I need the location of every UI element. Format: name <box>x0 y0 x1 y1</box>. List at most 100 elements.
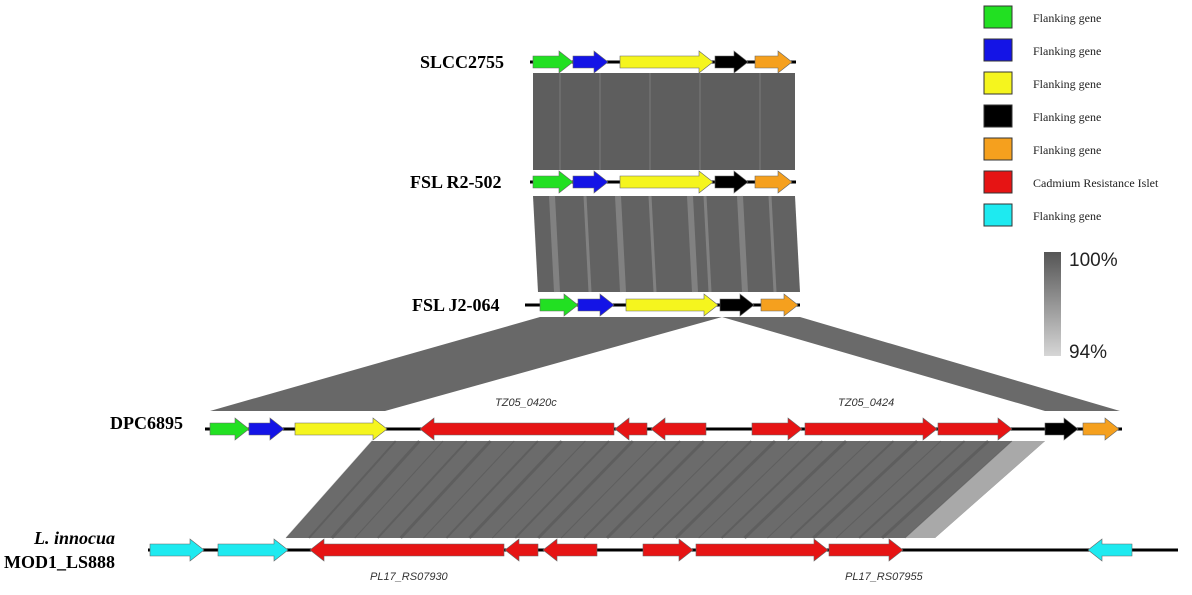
homology-band-dpc-innocua-light <box>905 441 1045 538</box>
track-label-fslr2502: FSL R2-502 <box>410 172 502 192</box>
gene-arrows <box>149 50 1133 562</box>
gene-arrow-fslj2064-gene-3 <box>625 293 719 317</box>
band-stripe-c7 <box>445 440 539 539</box>
gene-arrow-slcc2755-gene-1 <box>532 50 574 74</box>
gene-arrow-slcc2755-gene-5 <box>754 50 793 74</box>
legend-label-2: Flanking gene <box>1033 77 1101 91</box>
gene-arrow-innocua-gene-7 <box>695 538 829 562</box>
track-label-fslj2064: FSL J2-064 <box>412 295 500 315</box>
legend-swatch-6 <box>983 203 1013 227</box>
band-stripe-c20 <box>743 439 848 540</box>
gene-arrow-fslr2502-gene-4 <box>714 170 749 194</box>
gene-arrow-dpc6895-gene-7 <box>751 417 803 441</box>
identity-scale-min-label: 94% <box>1069 342 1107 363</box>
band-stripe-c6 <box>423 440 515 539</box>
band-stripe-c14 <box>605 439 705 540</box>
gene-arrow-innocua-gene-3 <box>309 538 505 562</box>
gene-arrow-innocua-gene-4 <box>504 538 539 562</box>
track-label-innocua-strain: MOD1_LS888 <box>4 552 115 572</box>
legend-label-6: Flanking gene <box>1033 209 1101 223</box>
track-label-dpc6895: DPC6895 <box>110 413 183 433</box>
band-stripe-c1 <box>308 440 397 539</box>
band-stripe-c13 <box>583 440 681 539</box>
legend: Flanking gene Flanking gene Flanking gen… <box>983 5 1159 227</box>
legend-label-3: Flanking gene <box>1033 110 1101 124</box>
band-stripe-c23 <box>812 439 919 540</box>
homology-band-texture <box>285 73 1013 540</box>
gene-arrow-dpc6895-gene-10 <box>1044 417 1079 441</box>
gene-note-innocua-right: PL17_RS07955 <box>845 571 924 583</box>
band-stripe-a3 <box>648 195 657 293</box>
gene-note-innocua-left: PL17_RS07930 <box>370 571 449 583</box>
band-stripe-c27 <box>904 440 1013 539</box>
track-label-innocua-species: L. innocua <box>33 528 115 548</box>
homology-band-j2-dpc-left <box>210 317 722 411</box>
legend-swatch-0 <box>983 5 1013 29</box>
gene-arrow-dpc6895-gene-11 <box>1082 417 1120 441</box>
band-stripe-c2 <box>330 439 421 540</box>
gene-arrow-dpc6895-gene-2 <box>248 417 285 441</box>
band-stripe-a2 <box>615 195 626 293</box>
legend-label-0: Flanking gene <box>1033 11 1101 25</box>
gene-arrow-innocua-gene-1 <box>149 538 205 562</box>
gene-arrow-dpc6895-gene-6 <box>650 417 707 441</box>
gene-arrow-innocua-gene-5 <box>542 538 598 562</box>
gene-arrow-fslr2502-gene-3 <box>619 170 714 194</box>
gene-arrow-fslj2064-gene-2 <box>577 293 615 317</box>
band-stripe-c8 <box>468 439 563 540</box>
legend-label-1: Flanking gene <box>1033 44 1101 58</box>
gene-arrow-fslr2502-gene-1 <box>532 170 574 194</box>
gene-arrow-dpc6895-gene-1 <box>209 417 250 441</box>
gene-arrow-dpc6895-gene-3 <box>294 417 388 441</box>
band-stripe-c4 <box>376 440 468 539</box>
band-stripe-c26 <box>881 439 990 540</box>
gene-arrow-fslj2064-gene-4 <box>719 293 755 317</box>
identity-scale-bar <box>1044 252 1061 356</box>
band-stripe-c12 <box>560 440 657 539</box>
band-stripe-c19 <box>720 440 824 539</box>
gene-arrow-dpc6895-gene-5 <box>614 417 648 441</box>
band-stripe-c21 <box>767 440 871 539</box>
gene-arrow-slcc2755-gene-4 <box>714 50 749 74</box>
band-stripe-c11 <box>537 439 634 540</box>
gene-arrow-innocua-gene-2 <box>217 538 289 562</box>
homology-band-j2-dpc-right <box>722 317 1120 411</box>
gene-note-dpc-right: TZ05_0424 <box>838 397 894 409</box>
gene-arrow-fslj2064-gene-5 <box>760 293 799 317</box>
band-stripe-a1 <box>583 195 592 293</box>
band-stripe-c16 <box>652 440 752 539</box>
gene-arrow-dpc6895-gene-9 <box>937 417 1013 441</box>
band-stripe-c0 <box>285 440 373 539</box>
band-stripe-c25 <box>858 440 966 539</box>
legend-label-4: Flanking gene <box>1033 143 1101 157</box>
gene-arrow-slcc2755-gene-3 <box>619 50 714 74</box>
gene-arrow-dpc6895-gene-4 <box>419 417 615 441</box>
legend-label-5: Cadmium Resistance Islet <box>1033 176 1159 190</box>
gene-arrow-innocua-gene-9 <box>1087 538 1133 562</box>
band-stripe-c3 <box>354 440 444 539</box>
homology-band-slcc-r2 <box>533 73 795 170</box>
legend-swatch-5 <box>983 170 1013 194</box>
band-stripe-c5 <box>399 439 492 540</box>
identity-scale: 100% 94% <box>1044 250 1118 363</box>
legend-swatch-4 <box>983 137 1013 161</box>
homology-band-r2-j2 <box>533 196 800 292</box>
band-stripe-c9 <box>491 440 586 539</box>
band-stripe-c18 <box>698 440 800 539</box>
legend-swatch-2 <box>983 71 1013 95</box>
track-label-slcc2755: SLCC2755 <box>420 52 504 72</box>
gene-arrow-dpc6895-gene-8 <box>804 417 938 441</box>
band-stripe-c15 <box>629 440 728 539</box>
legend-swatch-1 <box>983 38 1013 62</box>
band-stripe-c10 <box>514 440 610 539</box>
gene-arrow-fslr2502-gene-2 <box>572 170 609 194</box>
band-stripe-c22 <box>789 440 895 539</box>
gene-note-dpc-left: TZ05_0420c <box>495 397 557 409</box>
gene-arrow-fslj2064-gene-1 <box>539 293 579 317</box>
band-stripe-a5 <box>703 195 712 293</box>
legend-swatch-3 <box>983 104 1013 128</box>
band-stripe-c24 <box>835 440 942 539</box>
gene-arrow-innocua-gene-8 <box>828 538 904 562</box>
band-stripe-c17 <box>674 439 777 540</box>
